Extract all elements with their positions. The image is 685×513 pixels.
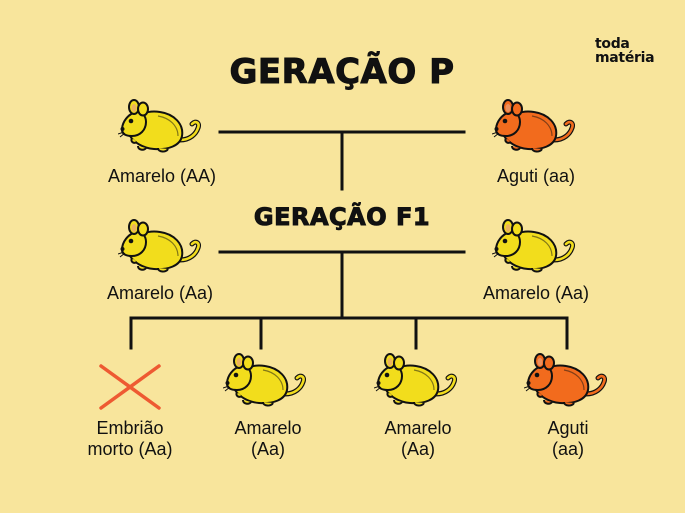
label-f1-right: Amarelo (Aa) [482,283,590,303]
title-generation-p: GERAÇÃO P [229,52,455,93]
label-offspring-1-line2: morto (Aa) [87,439,173,459]
mouse-icon-offspring-4 [524,353,607,407]
brand-logo: toda matéria [595,36,655,66]
title-generation-f1: GERAÇÃO F1 [253,203,431,232]
label-offspring-2-line1: Amarelo [234,418,302,438]
mouse-icon-f1-left [118,219,201,273]
label-offspring-3-line1: Amarelo [384,418,452,438]
mouse-icon-p-left [118,99,201,153]
label-offspring-1: Embrião morto (Aa) [55,418,205,460]
mouse-icon-offspring-2 [223,353,306,407]
label-p-left: Amarelo (AA) [107,166,217,186]
mouse-icon-f1-right [492,219,575,273]
label-p-right: Aguti (aa) [496,166,576,186]
label-f1-left: Amarelo (Aa) [106,283,214,303]
label-offspring-1-line1: Embrião [96,418,164,438]
label-offspring-3-line2: (Aa) [400,439,435,459]
label-offspring-4-line2: (aa) [551,439,584,459]
brand-line-1: toda [595,36,630,52]
label-offspring-2-line2: (Aa) [250,439,285,459]
label-offspring-4-line1: Aguti [547,418,589,438]
brand-line-2: matéria [595,50,655,66]
label-offspring-4: Aguti (aa) [493,418,643,460]
mouse-icon-offspring-3 [374,353,457,407]
label-offspring-3: Amarelo (Aa) [343,418,493,460]
label-offspring-2: Amarelo (Aa) [193,418,343,460]
cross-icon [99,364,161,410]
mouse-icon-p-right [492,99,575,153]
